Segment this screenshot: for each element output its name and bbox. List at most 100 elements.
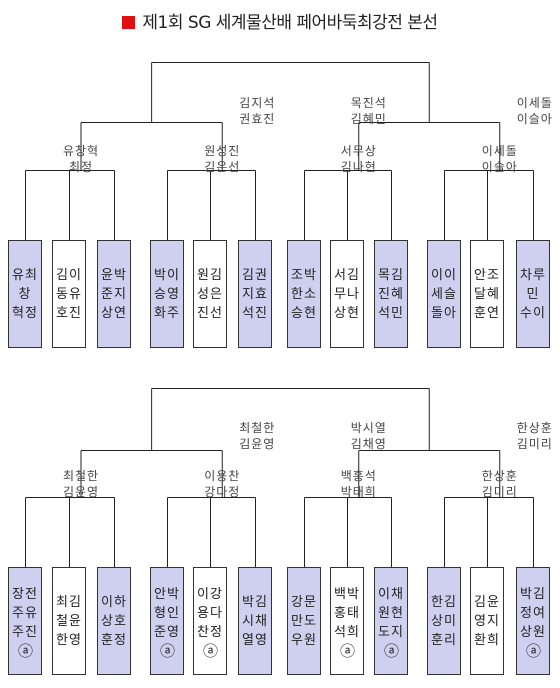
team-name-line: 지효	[242, 286, 268, 302]
team-name-line: 진혜	[378, 286, 404, 302]
team-name-line: 박김	[242, 594, 268, 610]
team-name-line: 장전	[12, 586, 38, 602]
winner-name: 서무상	[340, 144, 377, 158]
winner-name: 이세돌	[481, 144, 518, 158]
team-name-line: 찬정	[197, 624, 223, 640]
team-name-line: 원현	[378, 605, 404, 621]
team-name-line: 서김	[334, 267, 360, 283]
team-name-line: 상원	[520, 624, 546, 640]
team-name-line: 창	[18, 286, 32, 302]
winner-name: 김윤영	[239, 437, 276, 451]
winner-name: 이용찬	[204, 469, 241, 483]
team-name-line: 상미	[431, 613, 457, 629]
winner-name: 김채영	[350, 437, 387, 451]
team-name-line: 박김	[520, 586, 546, 602]
team-name-line: 훈정	[101, 632, 127, 648]
winner-name: 한상훈	[516, 421, 553, 435]
circled-a-mark: ⓐ	[526, 641, 542, 660]
team-name-line: 석진	[242, 305, 268, 321]
winner-name: 김지석	[239, 96, 276, 110]
team-name-line: 수이	[520, 305, 546, 321]
team-name-line: 호진	[56, 305, 82, 321]
circled-a-mark: ⓐ	[384, 641, 400, 660]
winner-name: 박태희	[340, 485, 377, 499]
circled-a-mark: ⓐ	[203, 641, 219, 660]
team-name-line: 목김	[378, 267, 404, 283]
winner-name: 한상훈	[481, 469, 518, 483]
team-name-line: 김이	[56, 267, 82, 283]
team-name-line: 한김	[431, 594, 457, 610]
team-name-line: 백박	[334, 586, 360, 602]
team-name-line: 열영	[242, 632, 268, 648]
team-name-line: 세슬	[431, 286, 457, 302]
red-square-icon	[122, 16, 136, 29]
team-name-line: 상연	[101, 305, 127, 321]
team-name-line: 주유	[12, 605, 38, 621]
winner-name: 김나현	[340, 160, 377, 174]
team-name-line: 상현	[334, 305, 360, 321]
circled-a-mark: ⓐ	[340, 641, 356, 660]
team-name-line: 원김	[197, 267, 223, 283]
team-name-line: 훈연	[474, 305, 500, 321]
team-name-line: 영지	[474, 613, 500, 629]
title-bar: 제1회 SG 세계물산배 페어바둑최강전 본선	[0, 8, 560, 33]
team-name-line: 성은	[197, 286, 223, 302]
winner-name: 최철한	[62, 469, 100, 483]
team-name-line: 홍태	[334, 605, 360, 621]
team-name-line: 승영	[154, 286, 180, 302]
winner-name: 김미리	[481, 485, 518, 499]
team-name-line: 한소	[291, 286, 317, 302]
winner-name: 최정	[68, 160, 94, 174]
winner-name: 최철한	[239, 421, 276, 435]
winner-name: 김은선	[204, 160, 241, 174]
team-name-line: 한영	[56, 632, 82, 648]
winner-name: 목진석	[350, 96, 387, 110]
circled-a-mark: ⓐ	[18, 641, 34, 660]
team-name-line: 주진	[12, 624, 38, 640]
team-name-line: 달혜	[474, 286, 500, 302]
team-name-line: 정여	[520, 605, 546, 621]
winner-name: 이세돌	[516, 96, 553, 110]
winner-name: 이슬아	[481, 160, 518, 174]
team-name-line: 윤박	[101, 267, 127, 283]
team-name-line: 김윤	[474, 594, 500, 610]
team-name-line: 이하	[101, 594, 127, 610]
team-name-line: 안박	[154, 586, 180, 602]
team-name-line: 화주	[154, 305, 180, 321]
team-name-line: 시채	[242, 613, 268, 629]
team-name-line: 이강	[197, 586, 223, 602]
team-name-line: 최김	[56, 594, 82, 610]
team-name-line: 준지	[101, 286, 127, 302]
winner-name: 김윤영	[62, 485, 100, 499]
winner-name: 김미리	[516, 437, 553, 451]
winner-name: 강다정	[204, 485, 241, 499]
